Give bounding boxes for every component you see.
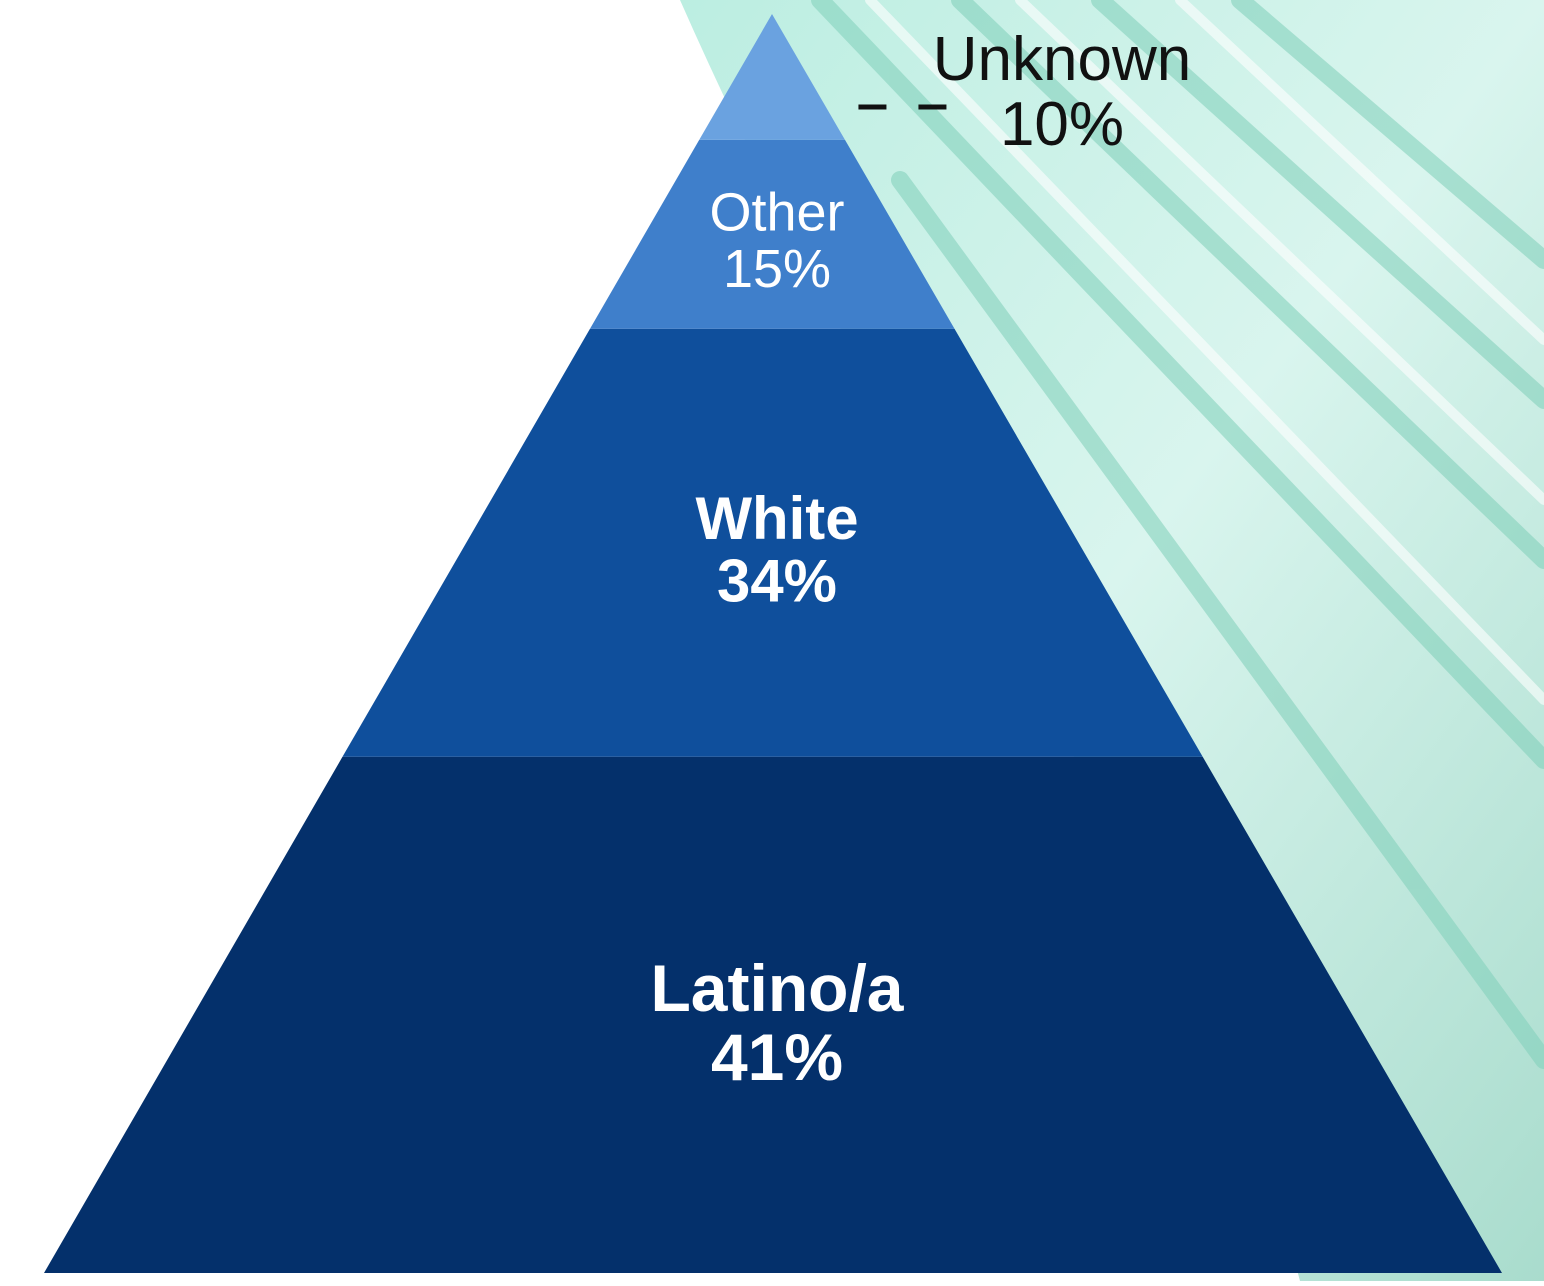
pyramid-segments xyxy=(44,14,1502,1273)
segment-label-other: Other xyxy=(709,182,844,242)
segment-value-unknown: 10% xyxy=(1000,90,1124,159)
segment-latino-a xyxy=(44,756,1502,1273)
segment-value-latino-a: 41% xyxy=(711,1020,843,1094)
segment-value-white: 34% xyxy=(717,548,837,615)
segment-label-unknown: Unknown xyxy=(933,25,1191,94)
segment-label-white: White xyxy=(695,485,858,552)
segment-other xyxy=(590,139,955,329)
segment-unknown xyxy=(699,14,845,140)
segment-white xyxy=(342,328,1203,757)
segment-value-other: 15% xyxy=(723,239,831,299)
segment-label-latino-a: Latino/a xyxy=(650,951,904,1025)
